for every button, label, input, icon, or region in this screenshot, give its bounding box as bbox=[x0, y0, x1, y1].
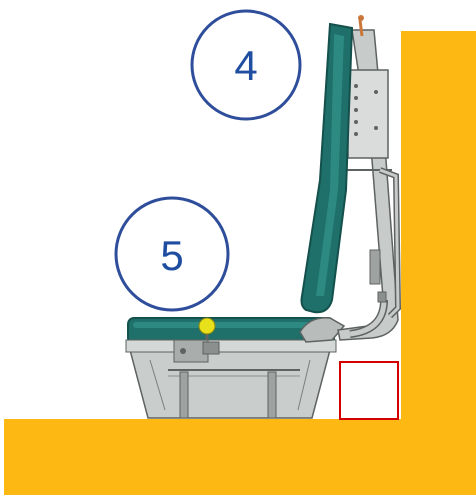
callout-4-circle bbox=[190, 9, 302, 121]
callout-4: 4 bbox=[190, 9, 302, 121]
seat-base-frame bbox=[129, 349, 331, 419]
handle-knob bbox=[198, 317, 216, 335]
hinge-bracket bbox=[299, 317, 346, 343]
floor-slab bbox=[4, 419, 476, 495]
right-wall bbox=[401, 31, 476, 431]
highlight-marker bbox=[339, 361, 399, 420]
callout-4-label: 4 bbox=[234, 42, 257, 89]
lock-handle bbox=[173, 317, 220, 363]
callout-5-label: 5 bbox=[160, 232, 183, 279]
floor-structure bbox=[4, 31, 476, 495]
callout-5-circle bbox=[114, 196, 230, 312]
callout-5: 5 bbox=[114, 196, 230, 312]
backrest-cushion bbox=[300, 22, 354, 314]
